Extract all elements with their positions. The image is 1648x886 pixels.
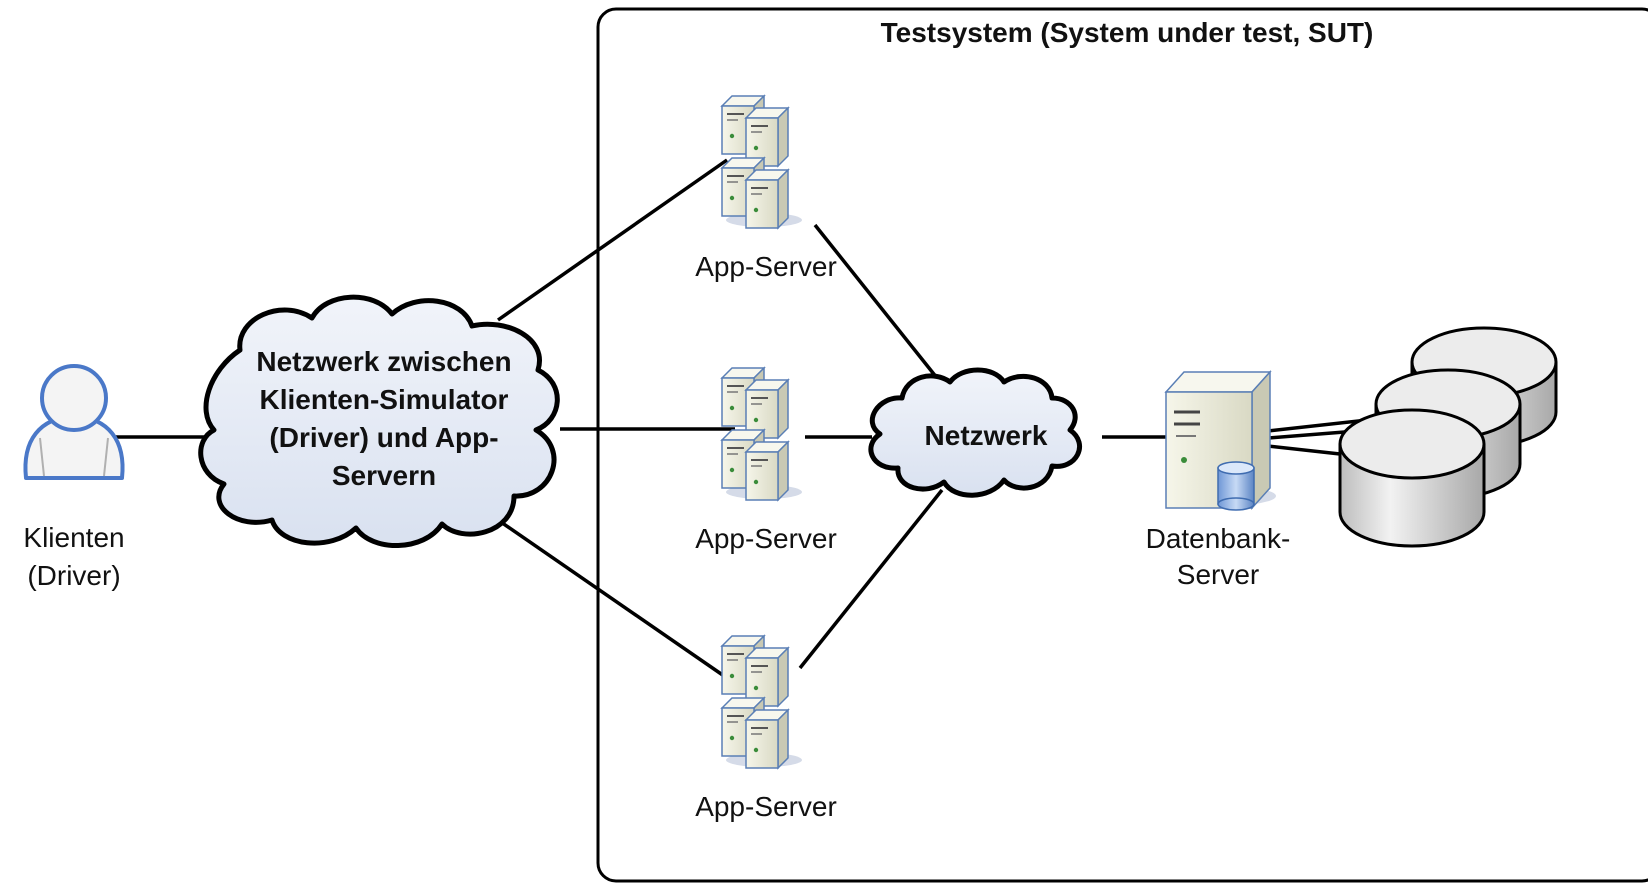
disk-1 xyxy=(1338,408,1486,548)
app-server-label: App-Server xyxy=(695,523,837,554)
app-server-1: App-Server xyxy=(695,96,837,282)
edge-app1-netz xyxy=(813,223,939,380)
app-server-3: App-Server xyxy=(695,636,837,822)
app-server-2: App-Server xyxy=(695,368,837,554)
edge-app3-netz xyxy=(798,488,944,670)
client-label: Klienten xyxy=(23,522,124,553)
cloud-driver-line3: (Driver) und App- xyxy=(269,422,498,453)
sut-title: Testsystem (System under test, SUT) xyxy=(881,17,1374,48)
disk-storage-icon xyxy=(1338,326,1558,548)
edge-cloud-app1 xyxy=(496,158,729,322)
app-server-label: App-Server xyxy=(695,791,837,822)
edge-cloud-app3 xyxy=(497,518,728,680)
db-server-label: Datenbank- xyxy=(1146,523,1291,554)
server-cluster-icon xyxy=(722,636,802,768)
user-icon xyxy=(23,364,125,480)
cloud-driver-network: Netzwerk zwischen Klienten-Simulator (Dr… xyxy=(198,294,560,548)
edge-db-disk3 xyxy=(1267,444,1341,456)
cloud-driver-line1: Netzwerk zwischen xyxy=(256,346,511,377)
client-sublabel: (Driver) xyxy=(27,560,120,591)
cloud-driver-line2: Klienten-Simulator xyxy=(260,384,509,415)
cloud-driver-line4: Servern xyxy=(332,460,436,491)
server-cluster-icon xyxy=(722,96,802,228)
app-server-label: App-Server xyxy=(695,251,837,282)
server-cluster-icon xyxy=(722,368,802,500)
cloud-network-label: Netzwerk xyxy=(925,420,1048,451)
db-server-sublabel: Server xyxy=(1177,559,1259,590)
sut-boundary xyxy=(596,7,1648,883)
cloud-network: Netzwerk xyxy=(868,367,1083,498)
database-server-icon xyxy=(1164,370,1276,511)
